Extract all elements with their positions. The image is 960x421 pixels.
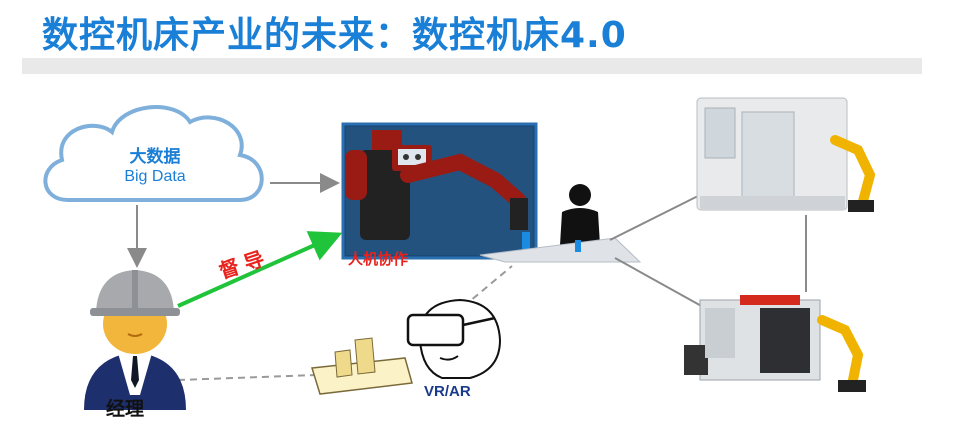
link-collab-to-machine-top — [609, 194, 701, 241]
link-manager-to-tablet-dashed — [177, 374, 317, 381]
worker-icon — [479, 184, 642, 263]
vr-headset-icon — [406, 298, 502, 379]
title-underline-bar — [22, 58, 922, 74]
page-title: 数控机床产业的未来：数控机床4.0 — [42, 15, 627, 56]
bigdata-label: 大数据 Big Data — [95, 147, 215, 187]
link-collab-to-machine-bottom — [614, 257, 706, 309]
cloud-icon — [43, 105, 264, 202]
vr-ar-label: VR/AR — [424, 383, 471, 400]
cnc-machine-top-image — [696, 97, 876, 212]
bigdata-label-en: Big Data — [124, 168, 186, 185]
cnc-machine-bottom-image — [684, 295, 866, 392]
collab-robot-image — [341, 122, 538, 260]
collaboration-label: 人机协作 — [348, 250, 409, 268]
robot-body — [360, 150, 410, 240]
manager-label: 经理 — [106, 398, 145, 420]
bigdata-label-cn: 大数据 — [129, 147, 181, 167]
manager-icon — [84, 270, 186, 410]
tablet-3d-model-icon — [311, 337, 413, 395]
supervise-arrow — [177, 231, 343, 308]
